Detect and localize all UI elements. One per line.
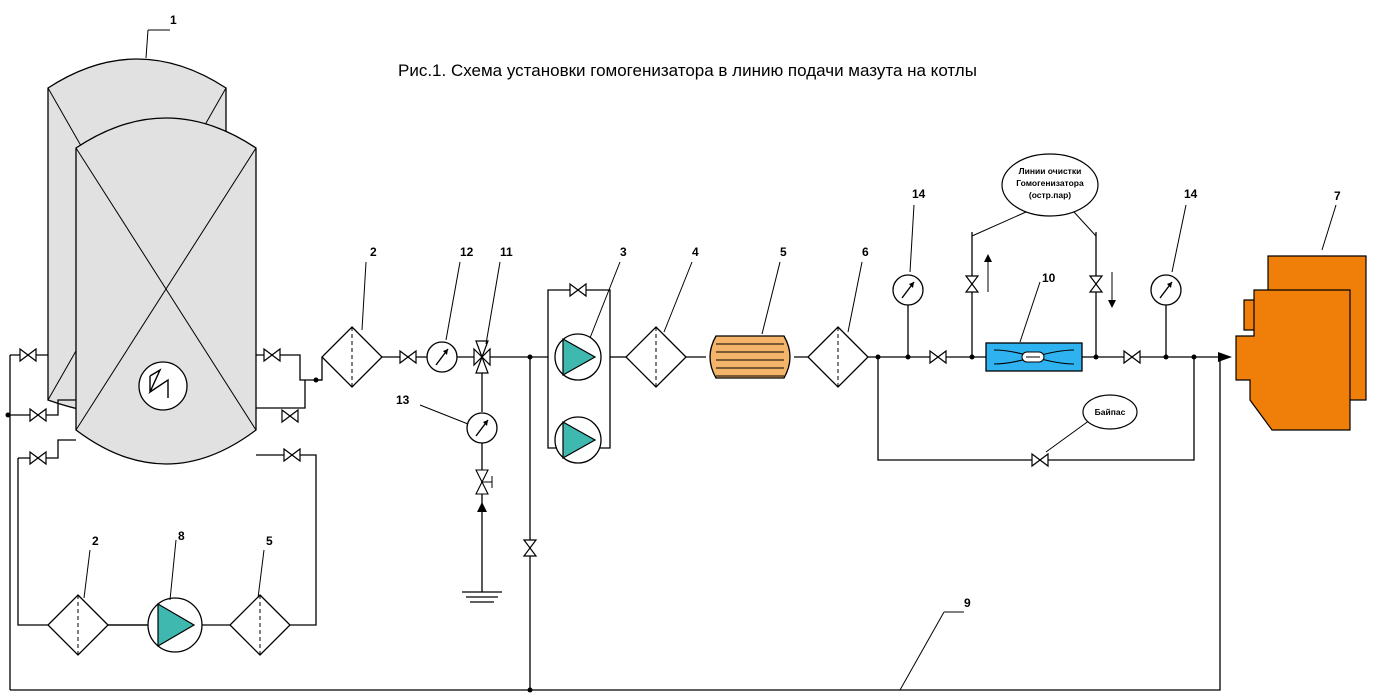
gauge-14-right	[1150, 274, 1182, 306]
ground-icon	[462, 591, 502, 603]
heater-5	[709, 335, 791, 379]
gauge-12	[426, 341, 458, 373]
gauge-14-left	[892, 274, 924, 306]
circulation-pump-8	[147, 597, 203, 653]
steam-outlet-valve	[1089, 275, 1103, 293]
steam-inlet-valve	[965, 275, 979, 293]
three-way-valve-11	[473, 340, 491, 374]
return-line-valve	[523, 539, 537, 557]
label-10: 10	[1042, 271, 1056, 285]
label-5-bottom: 5	[266, 534, 273, 548]
pump-3-lower	[554, 416, 602, 464]
tank-front	[75, 117, 257, 465]
bypass-valve	[1031, 453, 1049, 467]
tank-left-valve-middle	[29, 408, 47, 422]
label-12: 12	[460, 245, 474, 259]
label-8: 8	[178, 529, 185, 543]
tank-right-valve-bottom	[283, 448, 301, 462]
label-5-top: 5	[780, 245, 787, 259]
tank-right-valve-top	[263, 348, 281, 362]
bypass-note	[1082, 394, 1138, 430]
drain-valve	[475, 469, 493, 512]
label-2-top: 2	[370, 245, 377, 259]
steam-cleaning-note	[1001, 153, 1099, 217]
homogenizer-inlet-valve	[929, 350, 947, 364]
pump-bypass-valve	[569, 283, 587, 297]
label-2-bottom: 2	[92, 534, 99, 548]
boiler-7-front	[1235, 289, 1351, 431]
flow-arrow-to-boiler	[1218, 352, 1232, 362]
label-7: 7	[1334, 189, 1341, 203]
tank-right-valve-middle	[281, 409, 299, 423]
pump-3-upper	[554, 333, 602, 381]
steam-note-line-2: Гомогенизатора	[1016, 178, 1084, 188]
supply-valve	[399, 350, 417, 364]
tank-left-valve-bottom	[29, 451, 47, 465]
label-13: 13	[396, 393, 410, 407]
homogenizer-10	[985, 342, 1083, 372]
bypass-label: Байпас	[1095, 407, 1126, 417]
steam-note-line-1: Линии очистки	[1019, 166, 1082, 176]
diagram-title: Рис.1. Схема установки гомогенизатора в …	[398, 61, 977, 80]
label-3: 3	[620, 245, 627, 259]
homogenizer-outlet-valve	[1123, 350, 1141, 364]
tank-left-valve-top	[19, 348, 37, 362]
label-9: 9	[964, 596, 971, 610]
label-11: 11	[500, 245, 513, 259]
label-14-left: 14	[912, 187, 926, 201]
filter-4	[625, 326, 687, 388]
label-6: 6	[862, 245, 869, 259]
label-4: 4	[692, 245, 699, 259]
fine-filter-6	[807, 326, 869, 388]
steam-note-line-3: (остр.пар)	[1029, 190, 1071, 200]
label-14-right: 14	[1184, 187, 1198, 201]
tank-heater-coil-icon	[138, 361, 188, 411]
circulation-filter-5	[229, 594, 291, 656]
label-1: 1	[170, 13, 177, 27]
coarse-filter-2	[321, 326, 383, 388]
gauge-13	[466, 412, 498, 444]
circulation-filter-2	[47, 594, 109, 656]
